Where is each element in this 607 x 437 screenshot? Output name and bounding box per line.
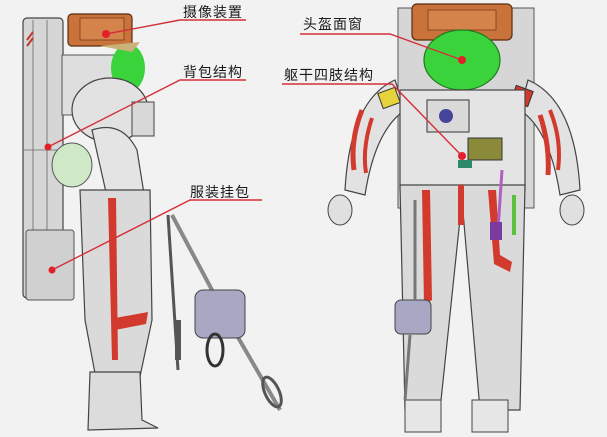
front-view-suit: [327, 3, 585, 433]
callout-dots: [44, 30, 466, 274]
callout-suit-bag: 服装挂包: [190, 185, 250, 201]
leader-lines: [47, 19, 463, 271]
callout-torso-limbs: 躯干四肢结构: [284, 68, 374, 84]
callout-camera: 摄像装置: [183, 5, 243, 21]
front-reel-device: [394, 299, 432, 335]
callout-helmet-visor: 头盔面窗: [303, 17, 363, 33]
side-reel-device: [194, 289, 246, 339]
callout-backpack: 背包结构: [183, 65, 243, 81]
side-view-suit: [22, 13, 283, 431]
